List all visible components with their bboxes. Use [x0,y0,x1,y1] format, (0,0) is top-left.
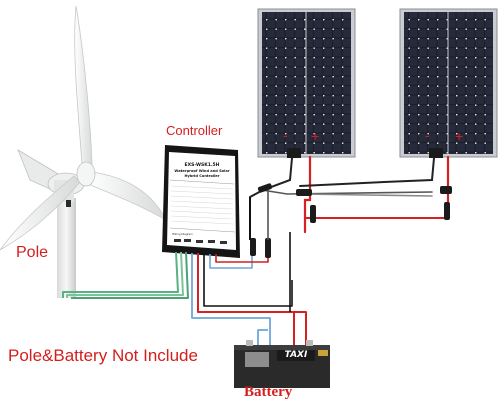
controller-line2-text: Hybrid Controller [184,174,220,178]
panel-right-positive-label: + [455,128,463,144]
solar-panel-right [399,8,498,158]
junction-box-left [287,148,301,158]
battery [234,340,330,388]
battery-brand-label: TAXI [277,350,315,361]
battery-label: Battery [244,384,293,400]
controller-wires [62,251,307,362]
panel-left-negative-label: - [283,127,288,143]
solar-panel-left [257,8,356,158]
wind-turbine [0,5,167,298]
hybrid-controller [162,145,240,258]
panel-right-negative-label: - [425,127,430,143]
pole-label: Pole [16,244,49,261]
controller-wiring-text: Wiring Diagram [172,232,193,236]
junction-box-right [429,148,443,158]
not-included-note: Pole&Battery Not Include [8,346,198,365]
pole-marker [66,200,71,207]
panel-wiring [249,155,450,234]
panel-left-positive-label: + [311,128,319,144]
controller-line1-text: Waterproof Wind and Solar [174,169,230,173]
controller-label: Controller [166,123,223,138]
mc4-connectors [250,183,452,258]
controller-model-text: EXS-WSK1.5H [184,163,220,168]
turbine-pole [57,198,76,298]
